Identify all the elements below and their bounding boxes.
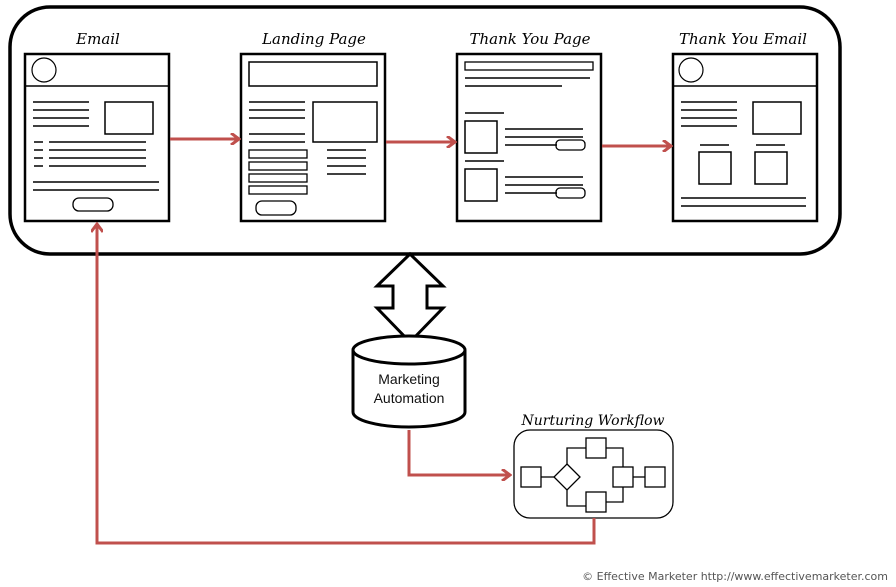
email-wireframe [23, 52, 171, 223]
stage-title-landing-page: Landing Page [261, 30, 366, 48]
thank-you-page-wireframe [455, 52, 603, 223]
arrow-workflow-to-email [97, 224, 596, 545]
landing-page-wireframe [239, 52, 387, 223]
logo-placeholder-icon [31, 57, 57, 83]
stage-title-email: Email [75, 30, 120, 48]
nurturing-workflow [513, 429, 674, 519]
copyright-footer: © Effective Marketer http://www.effectiv… [582, 570, 888, 583]
stage-title-thank-you-email: Thank You Email [679, 30, 807, 48]
stages-container [8, 5, 842, 256]
marketing-automation-database: Marketing Automation [351, 334, 467, 429]
database-label-line2: Automation [374, 390, 445, 406]
thank-you-email-wireframe [671, 52, 819, 223]
workflow-title: Nurturing Workflow [521, 413, 665, 429]
arrow-automation-to-workflow [407, 430, 510, 475]
database-label-line1: Marketing [378, 371, 439, 387]
logo-placeholder-icon [678, 57, 704, 83]
sync-arrow-icon [373, 251, 447, 345]
stage-title-thank-you-page: Thank You Page [469, 30, 590, 48]
